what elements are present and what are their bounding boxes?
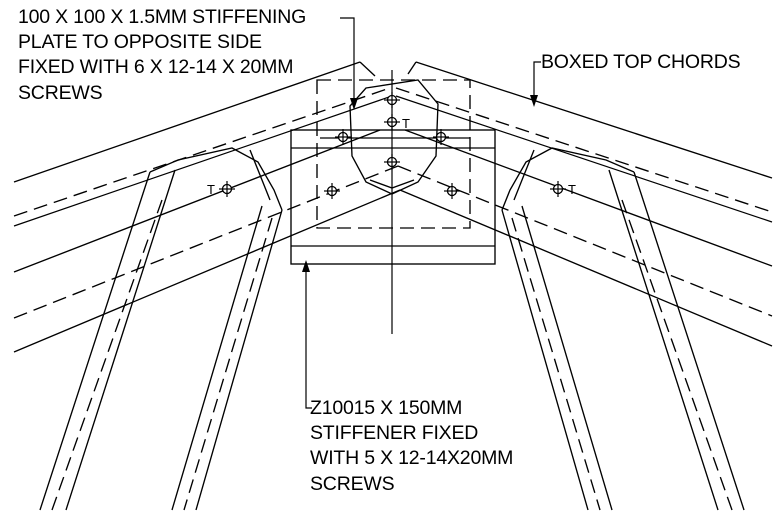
note-line: WITH 5 X 12-14X20MM: [310, 447, 514, 470]
tag-left-web: T: [207, 182, 215, 197]
leader-top-chords: [530, 61, 541, 107]
tag-right-web: T: [568, 182, 576, 197]
screw-marker: [384, 114, 400, 130]
screw-marker: [433, 129, 449, 145]
note-line: FIXED WITH 6 X 12-14 X 20MM: [18, 56, 294, 79]
note-line: SCREWS: [18, 81, 103, 104]
note-line: 100 X 100 X 1.5MM STIFFENING: [18, 6, 307, 28]
screw-marker: [384, 92, 400, 108]
stiffener-note: Z10015 X 150MM STIFFENER FIXED WITH 5 X …: [310, 396, 513, 497]
screw-marker: [335, 129, 351, 145]
screw-markers: [219, 92, 566, 199]
note-line: PLATE TO OPPOSITE SIDE: [18, 31, 262, 54]
stiffening-plate-hidden: [316, 79, 471, 229]
tag-plate: T: [402, 116, 410, 131]
right-web-member: [501, 147, 745, 511]
z-stiffener: [290, 129, 496, 265]
screw-marker: [550, 181, 566, 197]
screw-marker: [384, 154, 400, 170]
leader-stiffener: [302, 260, 312, 409]
centre-lines: [320, 70, 470, 334]
note-line: SCREWS: [310, 472, 395, 495]
stiffening-plate-note: 100 X 100 X 1.5MM STIFFENING PLATE TO OP…: [18, 5, 306, 106]
screw-marker: [444, 183, 460, 199]
note-line: BOXED TOP CHORDS: [541, 51, 741, 73]
top-chords-note: BOXED TOP CHORDS: [541, 50, 741, 75]
note-line: STIFFENER FIXED: [310, 422, 479, 445]
screw-marker: [324, 183, 340, 199]
right-top-chord: [395, 61, 773, 347]
leader-stiffening-plate: [340, 17, 358, 110]
screw-marker: [219, 181, 235, 197]
note-line: Z10015 X 150MM: [310, 397, 463, 419]
left-web-member: [39, 147, 283, 511]
